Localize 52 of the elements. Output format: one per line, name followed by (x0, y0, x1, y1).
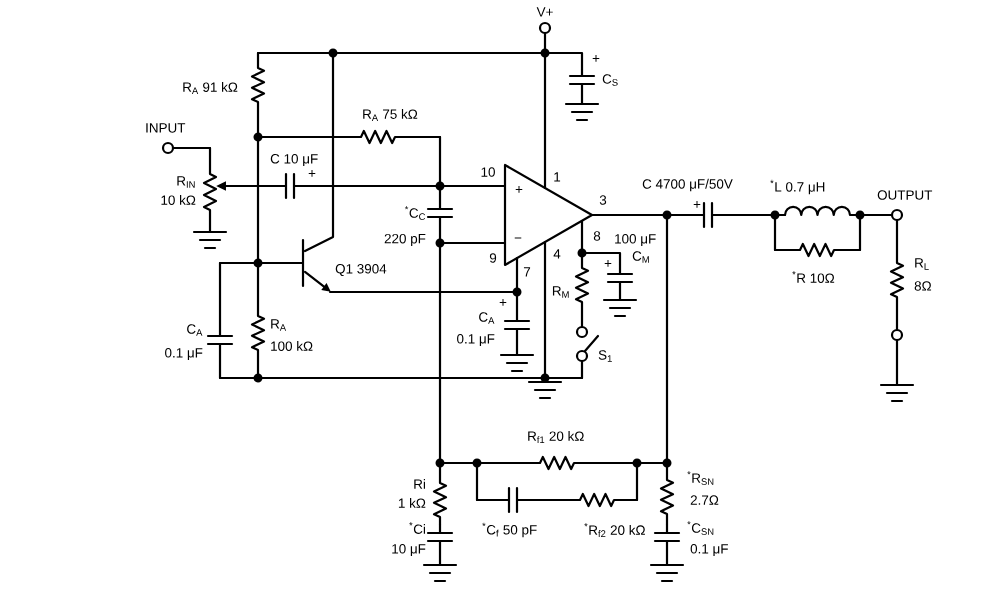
component-label: R$_{f1}$ 20 kΩ (528, 431, 584, 443)
component-label: $^{*}$R$_{f2}$ 20 kΩ (584, 523, 645, 537)
pin-number: 8 (593, 231, 601, 241)
component-label: $^{*}$Ci (409, 522, 425, 534)
component-label: 100 kΩ (271, 341, 313, 351)
component-label: 8Ω (914, 281, 932, 291)
component-label: R$_{M}$ (552, 286, 569, 298)
terminal-label: INPUT (146, 123, 186, 133)
component-label: C 4700 μF/50V (642, 178, 733, 192)
component-label: $^{*}$L 0.7 μH (770, 179, 825, 195)
component-label: R$_{A}$ (271, 319, 287, 331)
pin-number: 4 (553, 249, 561, 259)
polarity-sign: + (604, 260, 612, 267)
component-label: C 10 μF (270, 154, 318, 166)
component-label: 0.1 μF (690, 544, 728, 556)
pin-number: 7 (523, 267, 531, 277)
pin-number: 1 (554, 172, 561, 182)
component-label: 0.1 μF (165, 348, 203, 360)
component-label: C$_{A}$ (479, 312, 495, 324)
component-label: 2.7Ω (690, 495, 719, 505)
component-label: 0.1 μF (457, 334, 495, 346)
component-label: R$_{L}$ (915, 258, 929, 270)
polarity-sign: + (308, 170, 316, 177)
component-label: 10 μF (392, 544, 426, 556)
component-label: 10 kΩ (161, 195, 196, 205)
input-sign: − (514, 237, 522, 239)
pin-number: 3 (599, 195, 607, 205)
component-label: $^{*}$R 10Ω (792, 271, 835, 283)
input-sign: + (515, 186, 523, 193)
component-label: 1 kΩ (398, 498, 426, 508)
polarity-sign: + (499, 299, 507, 306)
terminal-label: V+ (536, 7, 553, 17)
component-label: C$_{M}$ (632, 251, 649, 263)
component-label: 220 pF (384, 233, 426, 247)
pin-number: 10 (481, 167, 495, 177)
component-label: 100 μF (615, 234, 656, 246)
component-label: R$_{A}$ 75 kΩ (363, 109, 418, 121)
terminal-label: OUTPUT (877, 190, 933, 200)
polarity-sign: + (693, 201, 701, 208)
component-label: $^{*}$C$_{C}$ (404, 206, 426, 220)
component-label: R$_{A}$ 91 kΩ (183, 82, 238, 94)
component-label: R$_{IN}$ (177, 176, 195, 188)
component-label: Ri (414, 479, 425, 489)
component-label: $^{*}$C$_{SN}$ (687, 521, 714, 535)
component-label: $^{*}$R$_{SN}$ (687, 471, 714, 485)
component-label: Q1 3904 (335, 264, 387, 276)
component-label: $^{*}$C$_{f}$ 50 pF (482, 522, 537, 538)
component-label: C$_{A}$ (187, 324, 203, 336)
polarity-sign: + (592, 55, 600, 62)
component-label: S$_{1}$ (598, 350, 612, 362)
pin-number: 9 (489, 253, 497, 263)
component-label: C$_{S}$ (602, 74, 618, 86)
